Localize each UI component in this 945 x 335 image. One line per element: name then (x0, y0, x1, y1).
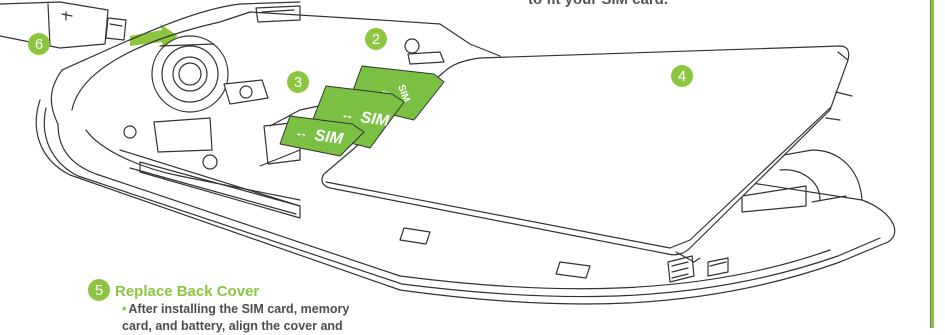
instruction-text-top: to fit your SIM card. (528, 0, 668, 8)
step-badge-5: 5 (88, 279, 110, 301)
bullet-text: After installing the SIM card, memory ca… (122, 302, 349, 333)
step-badge-2: 2 (365, 28, 387, 50)
instruction-bullet: •After installing the SIM card, memory c… (122, 301, 362, 335)
right-edge-border (930, 0, 945, 328)
step-badge-3: 3 (287, 71, 309, 93)
border-accent (931, 0, 934, 328)
bullet-dot: • (122, 302, 126, 316)
step-badge-4: 4 (671, 65, 693, 87)
svg-text:↔: ↔ (294, 123, 310, 141)
step-badge-6: 6 (28, 33, 50, 55)
usb-cable-icon (0, 2, 126, 48)
phone-back-illustration: ↔ SIM ↔ SIM ↔ SIM (0, 0, 945, 328)
camera-icon (152, 36, 268, 112)
svg-text:↔: ↔ (340, 105, 356, 123)
section-heading: Replace Back Cover (115, 283, 259, 300)
